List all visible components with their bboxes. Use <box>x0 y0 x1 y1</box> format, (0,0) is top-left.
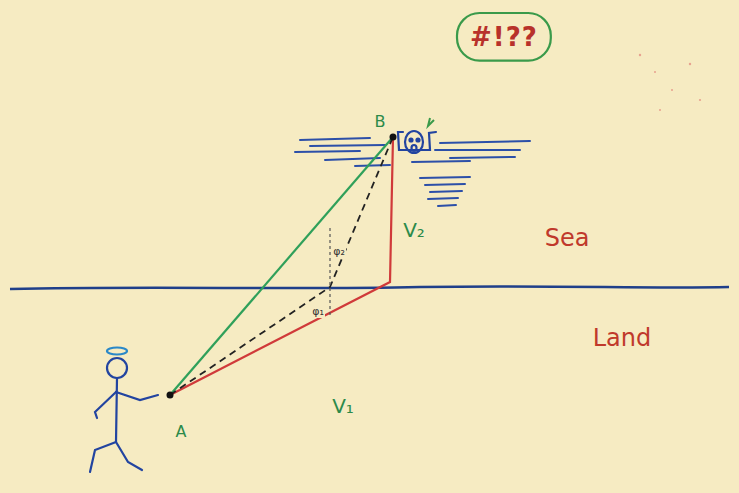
normal-line <box>329 228 330 318</box>
shoreline <box>10 286 729 289</box>
straight-path <box>170 137 393 395</box>
point-label: A <box>176 423 187 441</box>
point-label: B <box>375 113 386 131</box>
fastest-path <box>170 137 393 395</box>
speed-label: V₂ <box>403 219 425 241</box>
rescuer <box>90 348 158 473</box>
refraction-path <box>170 137 393 395</box>
water-strokes <box>295 138 530 206</box>
swimmer <box>398 131 436 153</box>
speech-tail <box>428 118 434 126</box>
angle-label: φ₁ <box>311 306 325 318</box>
paper-specks <box>639 54 701 111</box>
speed-label: V₁ <box>332 395 354 417</box>
angle-label: φ₂ <box>332 246 346 258</box>
exclamation-text: #!?? <box>470 22 538 52</box>
region-label: Land <box>593 325 652 351</box>
speech-bubble: #!?? <box>456 12 552 62</box>
region-label: Sea <box>545 225 590 251</box>
bubble-border <box>457 13 551 61</box>
point-b <box>390 134 397 141</box>
point-a <box>167 392 174 399</box>
